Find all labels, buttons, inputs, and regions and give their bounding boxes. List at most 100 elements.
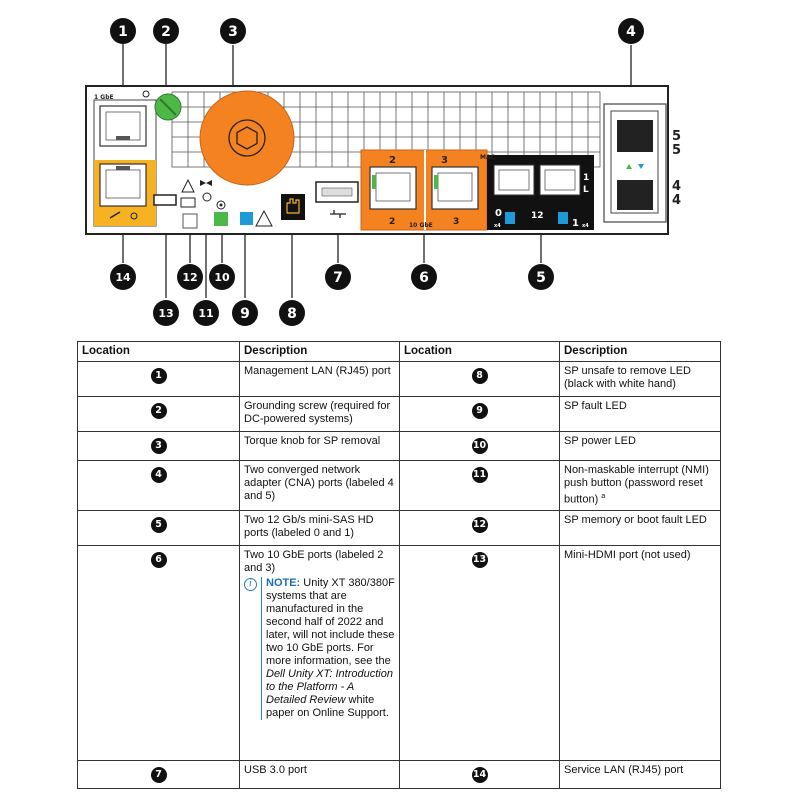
sas-label-0: 0	[495, 208, 502, 219]
port3-label-flipped: 3	[453, 217, 459, 227]
location-table: Location Description Location Descriptio…	[77, 341, 721, 789]
svg-text:5: 5	[536, 270, 546, 286]
mini-hdmi-port[interactable]	[153, 194, 177, 206]
location-cell: 5	[77, 509, 240, 546]
description-cell: Two converged network adapter (CNA) port…	[239, 460, 400, 511]
ten-gbe-port-3[interactable]	[431, 166, 479, 210]
table-row: 2 Grounding screw (required for DC-power…	[77, 396, 721, 432]
description-cell: Management LAN (RJ45) port	[239, 361, 400, 397]
memory-fault-led	[182, 213, 198, 229]
port2-label: 2	[389, 155, 396, 166]
description-cell: SP unsafe to remove LED (black with whit…	[559, 361, 721, 397]
svg-text:10: 10	[214, 271, 230, 284]
ten-gbe-port-2[interactable]	[369, 166, 417, 210]
ten-gbe-label: 10 GbE	[409, 222, 433, 229]
location-cell: 12	[399, 509, 560, 546]
svg-text:4: 4	[626, 24, 636, 40]
warning-icon	[181, 178, 195, 193]
sas-speed-label: 12	[531, 211, 544, 221]
location-badge: 2	[150, 403, 167, 419]
svg-text:2: 2	[161, 24, 171, 40]
callouts: 1 2 3 4 5 6 7 8 9 10 11 12 13 14	[110, 18, 644, 326]
table-row: 6 Two 10 GbE ports (labeled 2 and 3) i N…	[77, 544, 721, 761]
note-text-2: white paper on Online Support.	[266, 693, 389, 719]
mini-sas-ports-block: MAC 0 1 12 x4 x4 1 L	[480, 154, 594, 230]
sas-led-0	[505, 212, 515, 224]
location-cell: 2	[77, 396, 240, 432]
location-cell: 10	[399, 431, 560, 461]
sas-side-label-1: 1	[583, 173, 589, 183]
location-badge: 5	[150, 516, 167, 533]
power-led	[214, 212, 228, 226]
note-body: NOTE: Unity XT 380/380F systems that are…	[261, 576, 395, 720]
location-badge: 4	[150, 467, 167, 483]
callout-5: 5	[528, 264, 554, 290]
callout-2: 2	[153, 18, 179, 44]
cna-ports-block: 5 5 4 4	[603, 103, 681, 223]
description-cell: Mini-HDMI port (not used)	[559, 544, 721, 761]
sas-label-1: 1	[572, 218, 579, 229]
callout-14: 14	[110, 264, 136, 290]
mac-label: MAC	[480, 154, 496, 161]
wrench-icon	[109, 211, 121, 219]
sas-side-label-l: L	[583, 185, 589, 195]
table-row: 4 Two converged network adapter (CNA) po…	[77, 460, 721, 511]
location-cell: 14	[399, 759, 560, 789]
cna-port-4[interactable]	[617, 180, 653, 210]
usb-icon	[330, 210, 346, 218]
description-cell: Service LAN (RJ45) port	[559, 759, 721, 789]
cna-port-5[interactable]	[617, 120, 653, 152]
location-badge: 9	[471, 403, 488, 419]
location-badge: 11	[471, 467, 488, 483]
footnote-marker: a	[601, 493, 606, 500]
unsafe-to-remove-led	[281, 194, 305, 220]
location-cell: 6	[77, 544, 240, 761]
note-label: NOTE:	[266, 576, 301, 589]
note-doc-title: Dell Unity XT: Introduction to the Platf…	[266, 667, 393, 706]
location-cell: 1	[77, 361, 240, 397]
callout-6: 6	[411, 264, 437, 290]
cna-label-5: 5	[672, 129, 681, 144]
note-box: i NOTE: Unity XT 380/380F systems that a…	[244, 576, 395, 720]
info-icon: i	[244, 577, 257, 591]
service-lan-port[interactable]	[99, 163, 147, 207]
callout-7: 7	[325, 264, 351, 290]
callout-1: 1	[110, 18, 136, 44]
torque-knob[interactable]	[199, 90, 295, 186]
location-badge: 1	[150, 368, 167, 384]
location-cell: 9	[399, 396, 560, 432]
port3-label: 3	[441, 155, 448, 166]
cna-led-blue	[638, 164, 644, 169]
callout-3: 3	[220, 18, 246, 44]
gbe1-label: 1 GbE	[94, 94, 114, 101]
cna-label-5-flipped: 5	[672, 143, 681, 158]
description-cell: SP power LED	[559, 431, 721, 461]
manual-icon	[180, 197, 196, 208]
description-cell: Grounding screw (required for DC-powered…	[239, 396, 400, 432]
callout-4: 4	[618, 18, 644, 44]
location-cell: 13	[399, 544, 560, 761]
network-icon	[142, 90, 150, 98]
fault-warning-icon	[255, 209, 273, 227]
location-badge: 8	[471, 368, 488, 384]
cna-label-4: 4	[672, 179, 681, 194]
reset-icon	[216, 200, 226, 210]
header-location-left: Location	[77, 341, 240, 362]
svg-text:3: 3	[228, 24, 238, 40]
location-cell: 7	[77, 759, 240, 789]
svg-text:7: 7	[333, 270, 343, 286]
svg-text:13: 13	[158, 307, 173, 320]
sp-rear-panel-diagram: 1 GbE 2 3 2 10 GbE 3 MAC	[85, 18, 681, 326]
header-description-right: Description	[559, 341, 721, 362]
cna-label-4-flipped: 4	[672, 193, 681, 208]
location-badge: 7	[150, 766, 167, 783]
callout-8: 8	[279, 300, 305, 326]
description-cell: USB 3.0 port	[239, 759, 400, 789]
location-badge: 10	[471, 438, 488, 454]
nmi-button[interactable]	[202, 192, 212, 202]
svg-text:11: 11	[198, 307, 213, 320]
table-row: 5 Two 12 Gb/s mini-SAS HD ports (labeled…	[77, 509, 721, 546]
description-cell: SP memory or boot fault LED	[559, 509, 721, 546]
sas-x4-label-a: x4	[494, 223, 501, 229]
location-badge: 6	[150, 551, 167, 568]
